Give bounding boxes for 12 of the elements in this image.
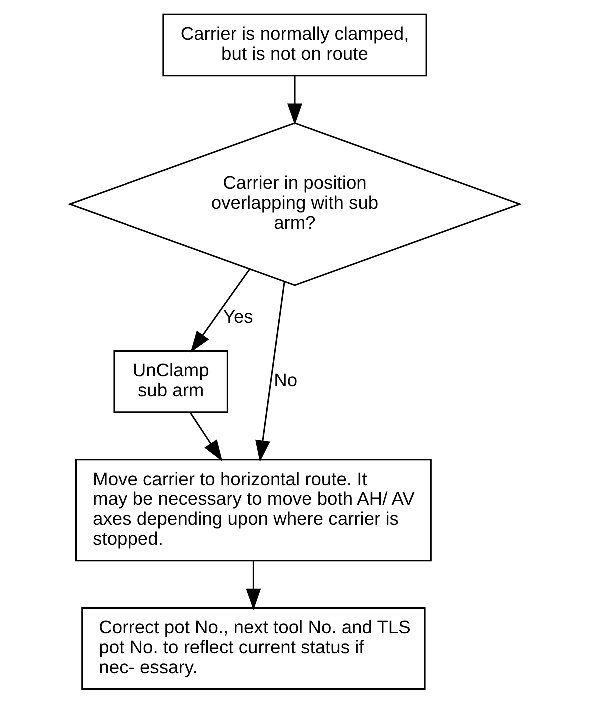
arrow (246, 561, 262, 610)
arrow (256, 282, 286, 462)
edge-label: Yes (223, 306, 254, 328)
arrow (190, 268, 251, 353)
arrow (190, 412, 223, 462)
node-box: Correct pot No., next tool No. and TLS pot No. to reflect current status if nec- essary. (82, 607, 426, 690)
node-diamond: Carrier in position overlapping with sub arm? (68, 122, 522, 286)
node-box: Carrier is normally clamped, but is not on route (162, 14, 428, 77)
node-box: UnClamp sub arm (114, 350, 228, 414)
arrow (288, 76, 302, 126)
node-box: Move carrier to horizontal route. It may be necessary to move both AH/ AV axes depending upon where carrier is stopped. (75, 459, 432, 562)
edge-label: No (274, 370, 298, 391)
